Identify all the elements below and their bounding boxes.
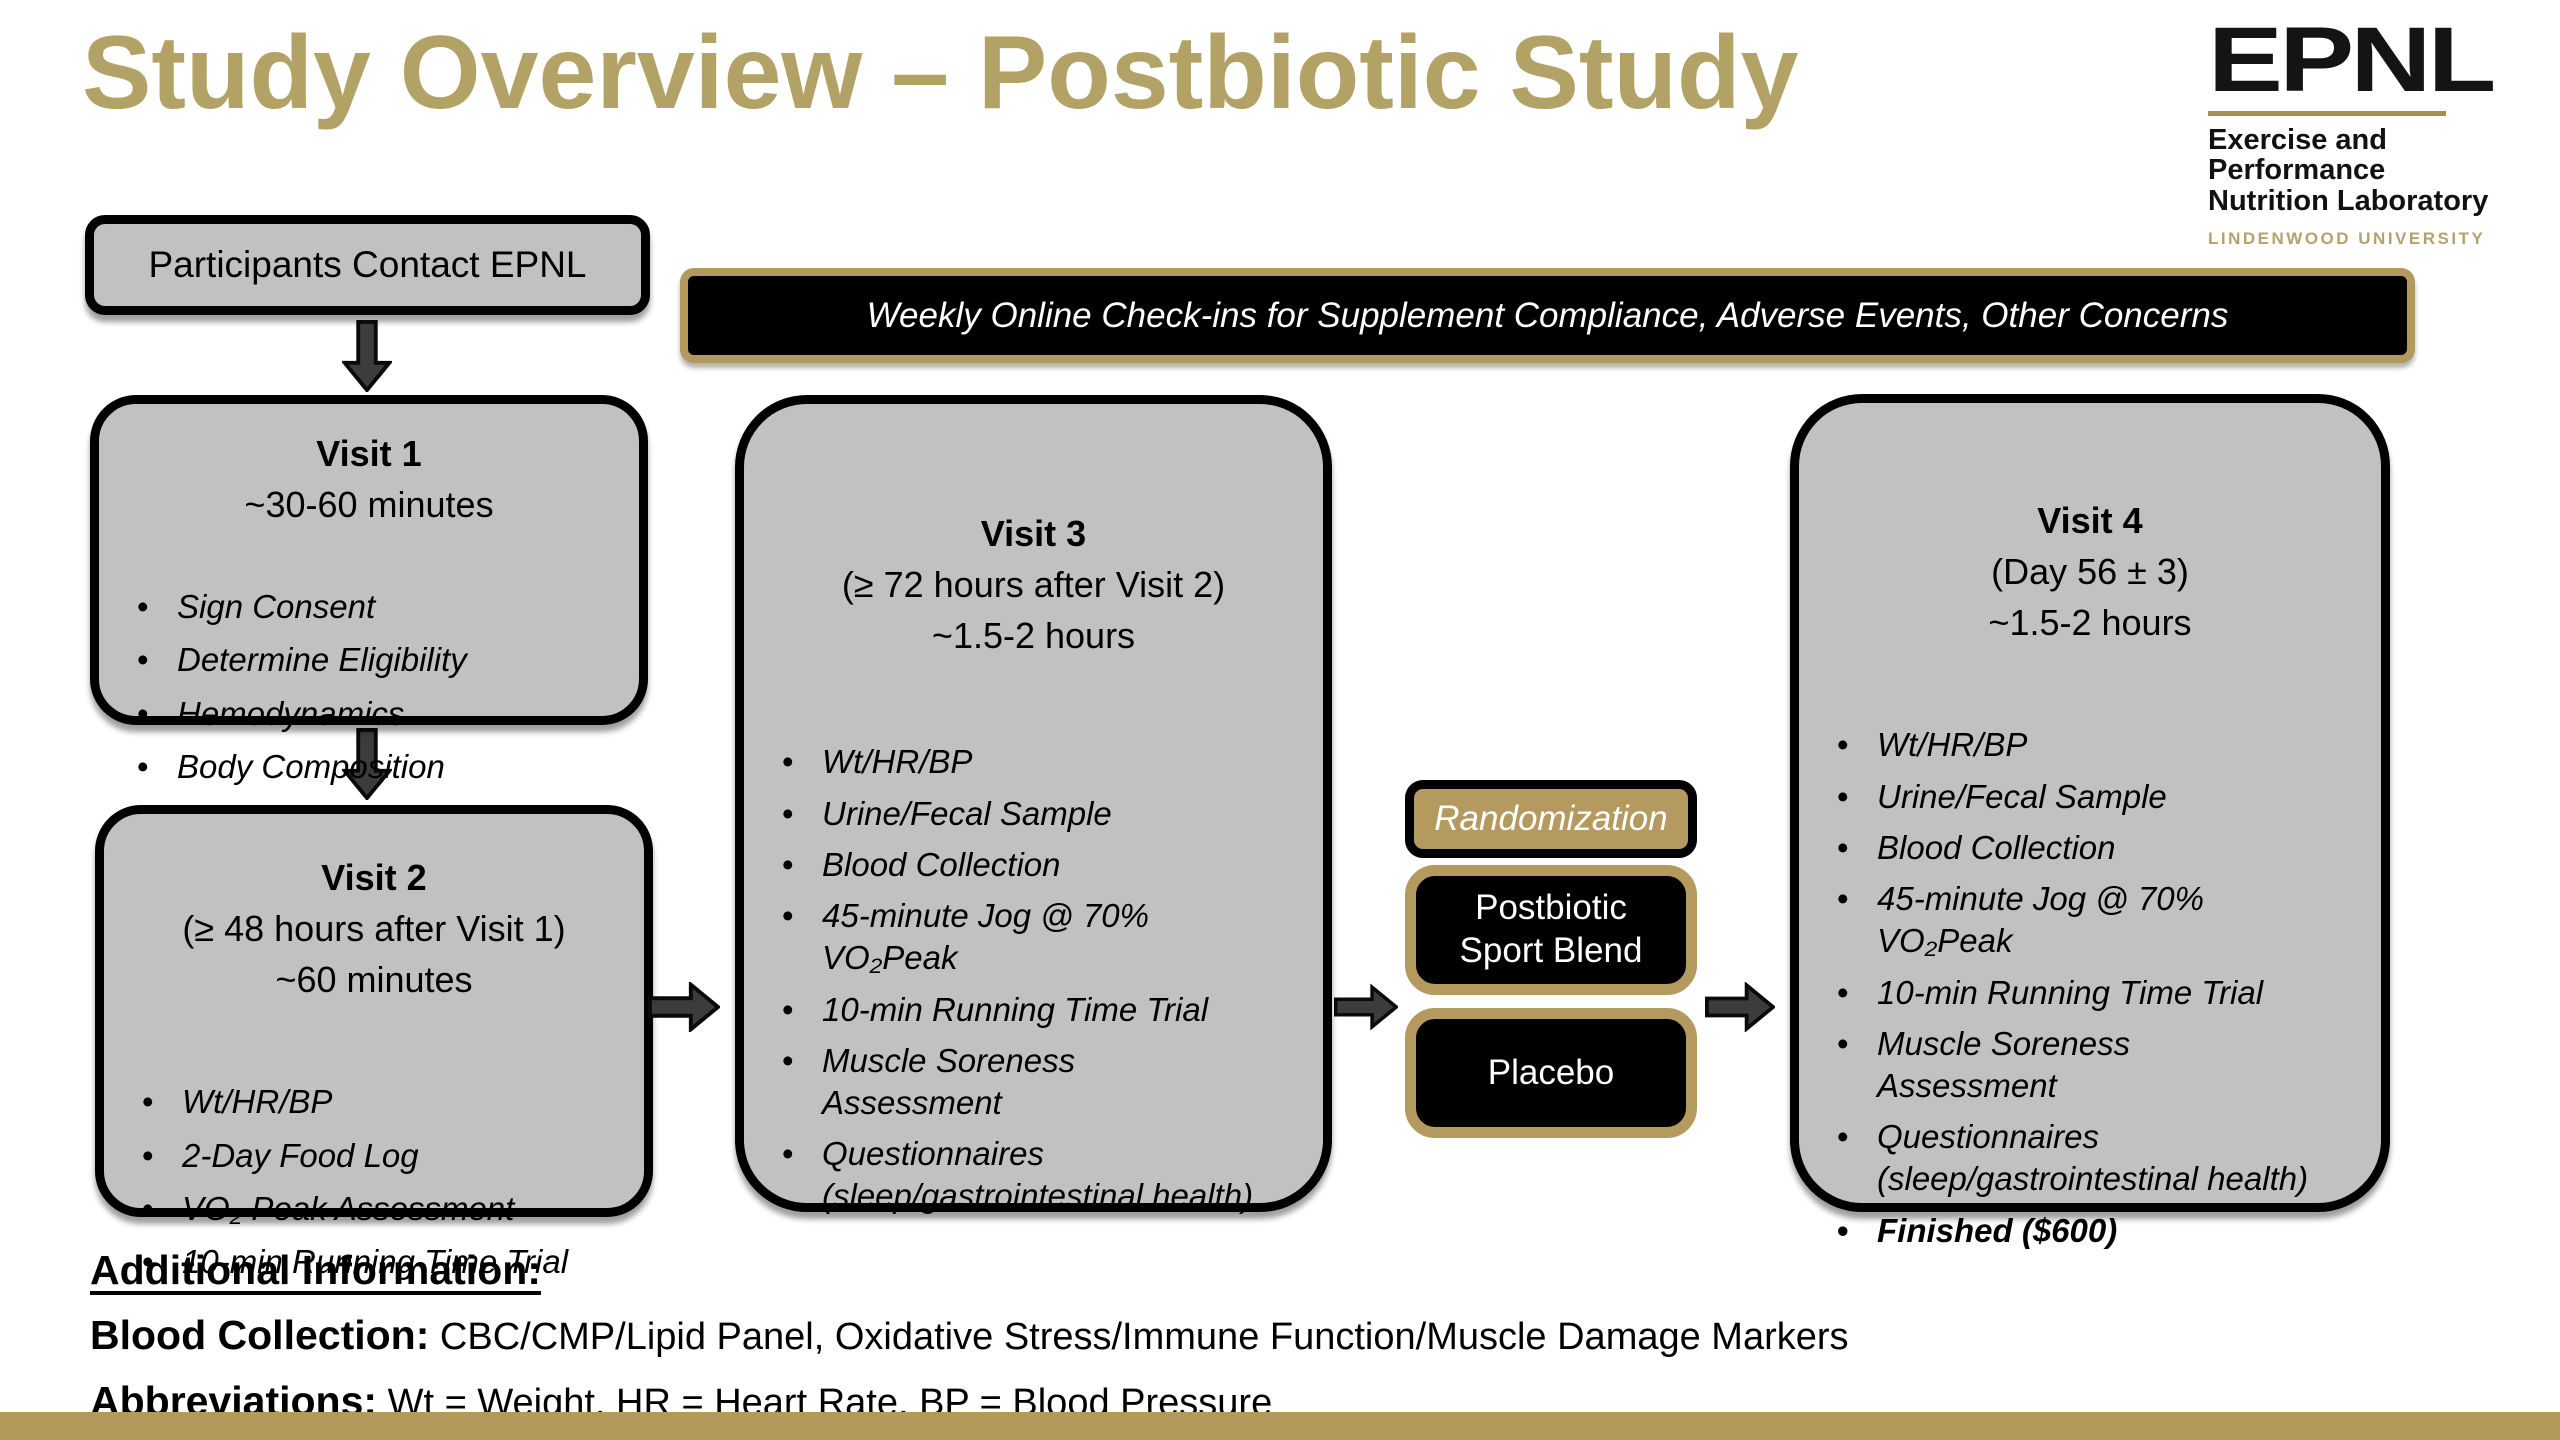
blood-collection-line: Blood Collection: CBC/CMP/Lipid Panel, O… (90, 1309, 1849, 1362)
bullet-item: Questionnaires (sleep/gastrointestinal h… (744, 1133, 1323, 1217)
bullet-item: 10-min Running Time Trial (1799, 972, 2381, 1014)
bullet-item: Determine Eligibility (99, 639, 639, 681)
bullet-item: Wt/HR/BP (1799, 724, 2381, 766)
bullet-item: 45-minute Jog @ 70% VO₂Peak (744, 895, 1323, 979)
bullet-item: Wt/HR/BP (104, 1081, 644, 1123)
visit-4-duration: ~1.5-2 hours (1988, 602, 2192, 644)
bullet-item: Hemodynamics (99, 693, 639, 735)
visit-4-box: Visit 4 (Day 56 ± 3) ~1.5-2 hours Wt/HR/… (1790, 394, 2390, 1252)
visit-1-box: Visit 1 ~30-60 minutes Sign ConsentDeter… (90, 395, 648, 788)
visit-3-timing: (≥ 72 hours after Visit 2) (841, 564, 1226, 606)
arm-postbiotic-sport-blend: Postbiotic Sport Blend (1405, 865, 1697, 995)
bullet-item: 2-Day Food Log (104, 1135, 644, 1177)
bullet-item: 45-minute Jog @ 70% VO₂Peak (1799, 878, 2381, 962)
bullet-item: Urine/Fecal Sample (744, 793, 1323, 835)
visit-3-bullet-list: Wt/HR/BP Urine/Fecal SampleBlood Collecti… (744, 741, 1323, 1217)
blood-collection-text: CBC/CMP/Lipid Panel, Oxidative Stress/Im… (429, 1316, 1849, 1359)
bullet-item: 10-min Running Time Trial (744, 989, 1323, 1031)
bullet-item: Wt/HR/BP (744, 741, 1323, 783)
visit-3-title: Visit 3 (980, 513, 1087, 554)
visit-4-title: Visit 4 (2037, 500, 2143, 541)
bullet-item: Blood Collection (1799, 827, 2381, 869)
bullet-item: Blood Collection (744, 844, 1323, 886)
logo-divider (2208, 110, 2446, 116)
visit-4-timing: (Day 56 ± 3) (1991, 551, 2189, 593)
logo-name-line1: Exercise and Performance (2208, 123, 2387, 187)
visit-3-box: Visit 3 (≥ 72 hours after Visit 2) ~1.5-… (735, 395, 1332, 1214)
visit-2-duration: ~60 minutes (275, 959, 473, 1001)
page-title: Study Overview – Postbiotic Study (82, 15, 1799, 131)
bullet-item: VO₂ Peak Assessment (104, 1188, 644, 1230)
epnl-logo: EPNL Exercise and Performance Nutrition … (2208, 9, 2553, 249)
blood-collection-label: Blood Collection: (90, 1312, 430, 1359)
visit-2-timing: (≥ 48 hours after Visit 1) (182, 908, 566, 950)
visit-2-bullet-list: Wt/HR/BP 2-Day Food LogVO₂ Peak Assessmen… (104, 1081, 644, 1283)
visit-2-title: Visit 2 (321, 857, 427, 898)
bottom-gold-bar (0, 1412, 2560, 1440)
visit-1-bullet-list: Sign ConsentDetermine EligibilityHemodyn… (99, 586, 639, 788)
arm-placebo: Placebo (1405, 1008, 1697, 1138)
bullet-item: 10-min Running Time Trial (104, 1241, 644, 1283)
participants-contact-box: Participants Contact EPNL (85, 215, 650, 315)
logo-acronym: EPNL (2208, 9, 2496, 111)
visit-2-box: Visit 2 (≥ 48 hours after Visit 1) ~60 m… (95, 805, 653, 1284)
additional-information-heading: Additional Information: (90, 1247, 541, 1293)
logo-name-line2: Nutrition Laboratory (2208, 185, 2489, 218)
arrow-right-icon (1334, 983, 1398, 1031)
visit-4-bullet-list: Wt/HR/BP Urine/Fecal SampleBlood Collecti… (1799, 724, 2381, 1252)
weekly-checkins-banner: Weekly Online Check-ins for Supplement C… (680, 268, 2415, 363)
arrow-right-icon (648, 982, 720, 1032)
bullet-item: Questionnaires (sleep/gastrointestinal h… (1799, 1116, 2381, 1200)
bullet-item: Finished ($600) (1799, 1210, 2381, 1252)
bullet-item: Muscle Soreness Assessment (1799, 1023, 2381, 1107)
visit-1-duration: ~30-60 minutes (244, 484, 494, 526)
randomization-box: Randomization (1405, 780, 1697, 858)
bullet-item: Muscle Soreness Assessment (744, 1040, 1323, 1124)
additional-information-section: Additional Information: Blood Collection… (90, 1244, 1849, 1428)
arrow-down-icon (342, 320, 392, 392)
bullet-item: Body Composition (99, 746, 639, 788)
visit-3-duration: ~1.5-2 hours (931, 615, 1136, 657)
bullet-item: Sign Consent (99, 586, 639, 628)
bullet-item: Urine/Fecal Sample (1799, 776, 2381, 818)
arrow-right-icon (1705, 982, 1775, 1032)
logo-university: LINDENWOOD UNIVERSITY (2208, 228, 2486, 248)
visit-1-title: Visit 1 (316, 433, 422, 474)
